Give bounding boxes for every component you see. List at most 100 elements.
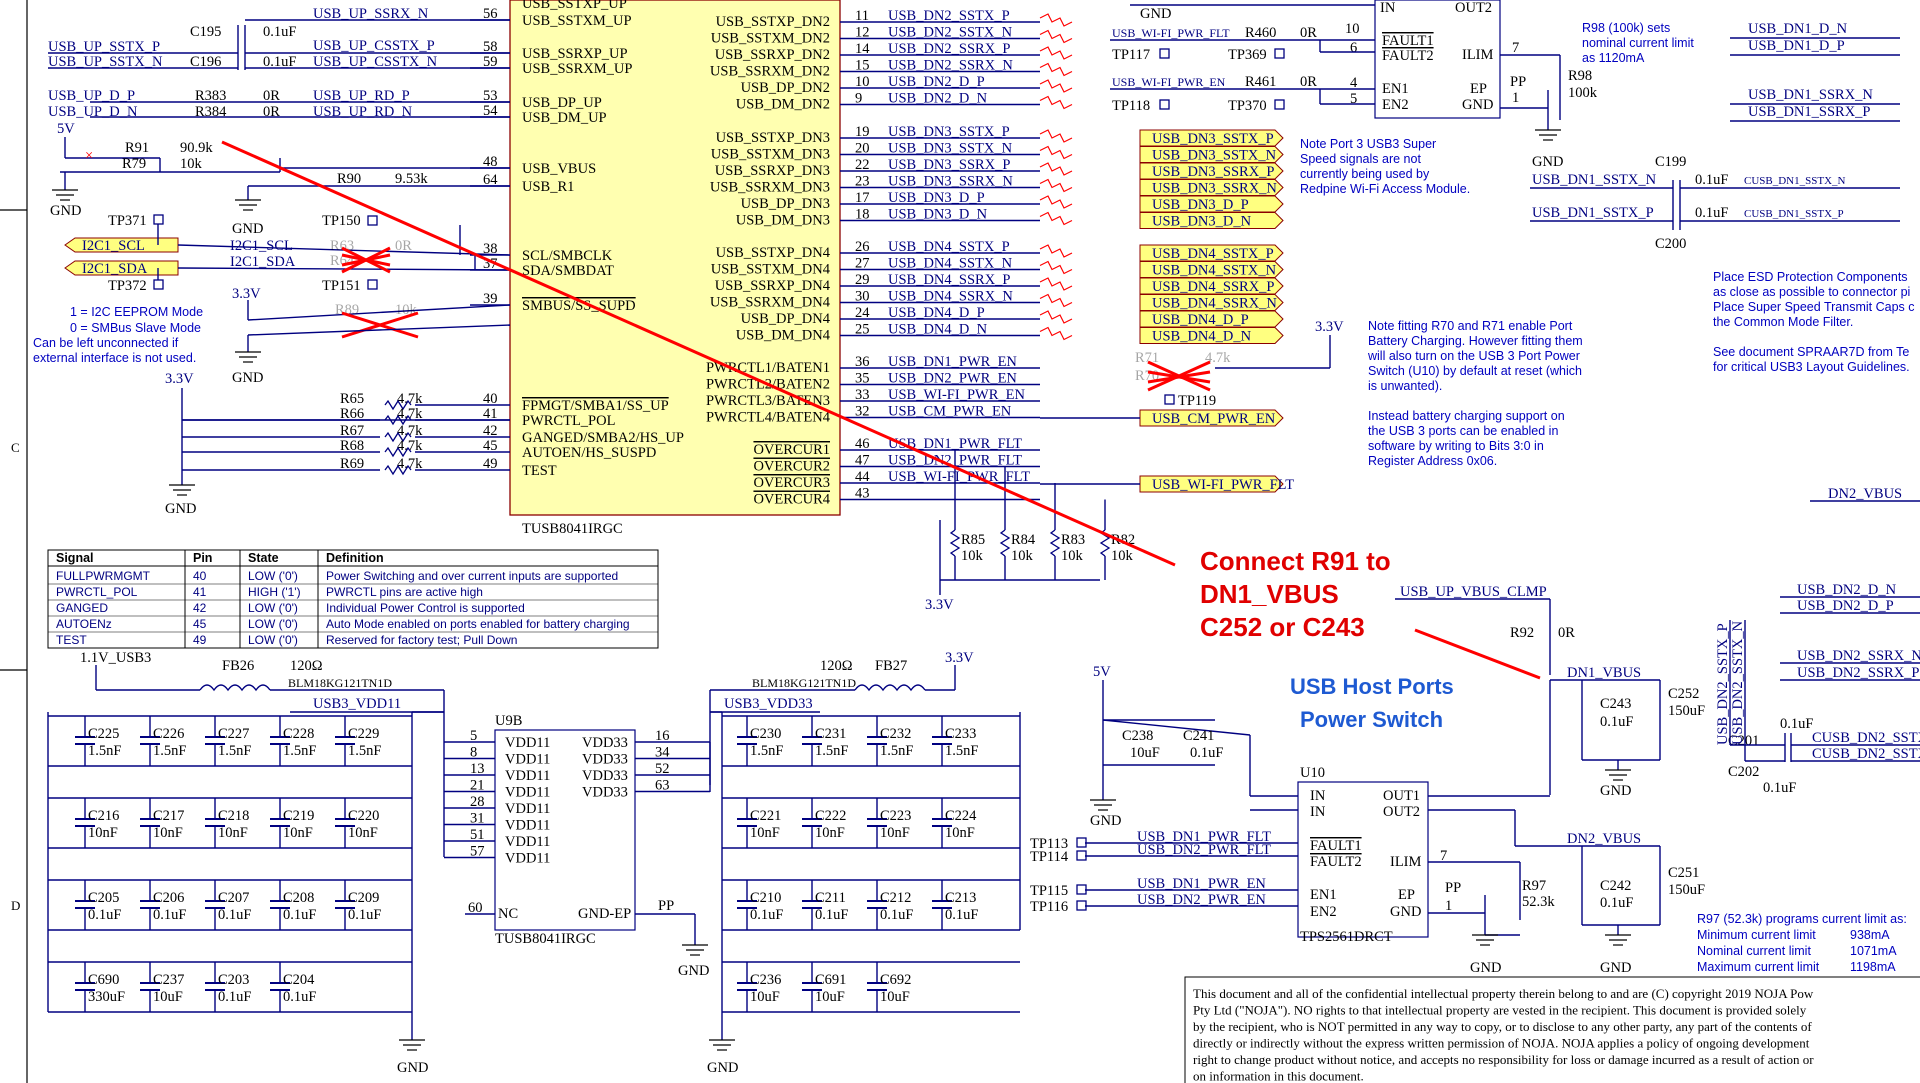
hub-right-pin-func: USB_SSTXP_DN3	[716, 130, 830, 146]
port-label-shape[interactable]	[1139, 277, 1284, 295]
hub-main-symbol[interactable]: TUSB8041IRGC USB_SSTXP_UP	[509, 0, 841, 537]
port-label-shape[interactable]	[1139, 146, 1284, 163]
notes: Note Port 3 USB3 Super Speed signals are…	[1300, 137, 1915, 468]
battery-note-line: will also turn on the USB 3 Port Power	[1367, 349, 1580, 363]
r92-ref: R92	[1510, 625, 1534, 641]
disclaimer-line: This document and all of the confidentia…	[1193, 986, 1814, 1001]
u10-testpoint-marker[interactable]	[1076, 850, 1087, 861]
tp151-marker[interactable]	[367, 279, 378, 290]
tp370-marker[interactable]	[1274, 99, 1285, 110]
hub-right-pin-num: 35	[855, 371, 870, 387]
tp150-label: TP150	[322, 213, 361, 229]
r461-val: 0R	[1300, 74, 1317, 90]
rail-3v3-b: 3.3V	[165, 371, 194, 387]
cap-ref: C237	[153, 972, 184, 988]
decoupling-caps-vdd33: C2301.5nFC2311.5nFC2321.5nFC2331.5nFC221…	[707, 711, 1021, 1076]
net-up-csstx-n: USB_UP_CSSTX_N	[313, 54, 438, 70]
r70-r71-dnp: R71 R70 4.7k 3.3V TP119	[1135, 319, 1344, 409]
hub-left-pin-num: 39	[483, 291, 498, 307]
cap-ref: C216	[88, 808, 119, 824]
config-res-ref: R65	[340, 391, 364, 407]
hub-right-pin-func: USB_DM_DN4	[736, 328, 831, 344]
hub-right-pin-num: 47	[855, 453, 870, 469]
port-label-shape[interactable]	[1139, 310, 1284, 328]
cap-ref: C212	[880, 890, 911, 906]
table-cell: Reserved for factory test; Pull Down	[326, 633, 517, 647]
cap-val: 1.5nF	[153, 743, 186, 759]
port-label-shape[interactable]	[1139, 179, 1284, 196]
wifi-sw-pin4: 4	[1350, 75, 1358, 91]
port-label-shape[interactable]	[1139, 409, 1284, 427]
tp119-marker[interactable]	[1164, 394, 1175, 405]
annotation-line2: DN1_VBUS	[1200, 579, 1339, 609]
tp369-marker[interactable]	[1274, 48, 1285, 59]
tp150-marker[interactable]	[367, 215, 378, 226]
cap-ref: C228	[283, 726, 314, 742]
hub-right-net: USB_DN2_SSRX_N	[888, 58, 1013, 74]
port-label-text: USB_DN3_SSRX_N	[1152, 181, 1277, 197]
cap-ref: C221	[750, 808, 781, 824]
hub-right-pin-func: USB_DP_DN2	[741, 80, 830, 96]
c242-val: 0.1uF	[1600, 895, 1633, 911]
cap-ref: C208	[283, 890, 314, 906]
hub-left-pin-num: 56	[483, 6, 498, 22]
cap-ref: C206	[153, 890, 184, 906]
u10-testpoint-marker[interactable]	[1076, 900, 1087, 911]
hub-right-pin-func: USB_DP_DN3	[741, 196, 830, 212]
wifi-sw-ilim: ILIM	[1462, 47, 1494, 63]
config-res-ref: R67	[340, 423, 364, 439]
u9b-power-symbol[interactable]: U9B TUSB8041IRGC NC GND-EP 60 PP GND	[465, 713, 709, 979]
port-label-shape[interactable]	[1139, 294, 1284, 311]
port-label-shape[interactable]	[1139, 129, 1284, 147]
cap-val: 1.5nF	[815, 743, 848, 759]
u10-power-switch[interactable]: U10 TPS2561DRCT IN IN OUT1 OUT2 FAULT1 F…	[1090, 664, 1550, 945]
dn1-connector-nets: USB_DN1_D_N USB_DN1_D_P USB_DN1_SSRX_N U…	[1530, 21, 1920, 502]
tp371-marker[interactable]	[153, 214, 164, 225]
pullup-val: 10k	[1061, 548, 1084, 564]
r91-val: 90.9k	[180, 140, 213, 156]
rail-3v3-fb27: 3.3V	[945, 650, 974, 666]
u10-testpoint-marker[interactable]	[1076, 837, 1087, 848]
c200-ref: C200	[1655, 236, 1686, 252]
cap-ref: C207	[218, 890, 249, 906]
port-label-shape[interactable]	[1139, 475, 1284, 493]
hub-left-pin-func: AUTOEN/HS_SUSPD	[522, 445, 656, 461]
tp118-marker[interactable]	[1159, 99, 1170, 110]
r98-val: 100k	[1568, 85, 1598, 101]
cap-val: 10uF	[815, 989, 845, 1005]
gnd-left-3: GND	[232, 370, 263, 386]
u10-testpoint-marker[interactable]	[1076, 884, 1087, 895]
port-label-shape[interactable]	[1139, 195, 1284, 213]
pullup-val: 10k	[961, 548, 984, 564]
table-cell: LOW ('0')	[248, 617, 298, 631]
u9b-left-num: 8	[470, 745, 477, 761]
r71-ref: R71	[1135, 350, 1159, 366]
port-label-shape[interactable]	[1139, 212, 1284, 229]
tp117-marker[interactable]	[1159, 48, 1170, 59]
rail-1v1: 1.1V_USB3	[80, 650, 151, 666]
battery-note-line: Switch (U10) by default at reset (which	[1368, 364, 1582, 378]
cap-ref: C203	[218, 972, 249, 988]
port-label-shape[interactable]	[1139, 162, 1284, 180]
port-label-shape[interactable]	[1139, 327, 1284, 344]
hub-right-pin-num: 25	[855, 322, 870, 338]
port-label-shape[interactable]	[1139, 261, 1284, 278]
cap-val: 1.5nF	[283, 743, 316, 759]
gnd-top: GND	[1140, 6, 1171, 22]
port-label-text: USB_DN4_SSTX_N	[1152, 263, 1277, 279]
u9b-left-num: 57	[470, 844, 485, 860]
port-label-shape[interactable]	[1139, 244, 1284, 262]
u10-out2: OUT2	[1383, 804, 1420, 820]
hub-right-net: USB_DN3_SSTX_P	[888, 124, 1010, 140]
table-header: State	[248, 551, 279, 565]
u9b-ref: U9B	[495, 713, 522, 729]
cap-ref: C218	[218, 808, 249, 824]
tp372-marker[interactable]	[153, 279, 164, 290]
net-cusb-dn2-n: CUSB_DN2_SSTX_N	[1812, 746, 1920, 762]
wifi-sw-pin7: 7	[1512, 40, 1519, 56]
mode-note-4: external interface is not used.	[33, 351, 196, 365]
u10-ilim: ILIM	[1390, 854, 1422, 870]
table-cell: 40	[193, 569, 207, 583]
table-header: Pin	[193, 551, 212, 565]
